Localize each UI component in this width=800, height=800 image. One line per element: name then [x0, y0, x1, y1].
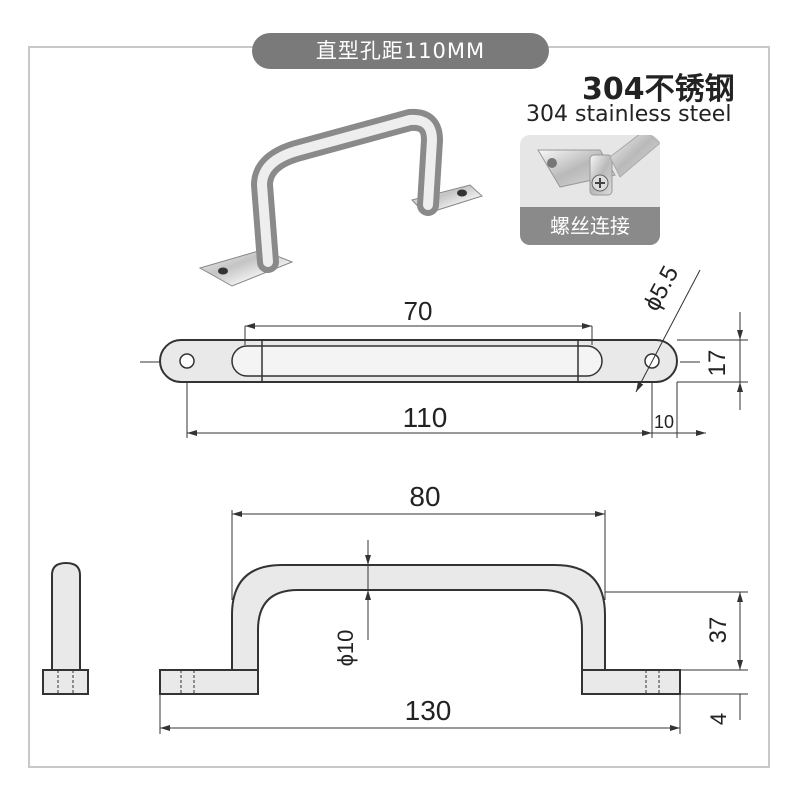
material-title-cn: 304不锈钢 [582, 72, 735, 107]
material-title-en: 304 stainless steel [526, 102, 732, 127]
inset-caption: 螺丝连接 [520, 207, 660, 245]
title-badge: 直型孔距110MM [252, 33, 549, 69]
screw-connection-inset: 螺丝连接 [520, 135, 660, 245]
screw-detail-image [537, 135, 660, 196]
